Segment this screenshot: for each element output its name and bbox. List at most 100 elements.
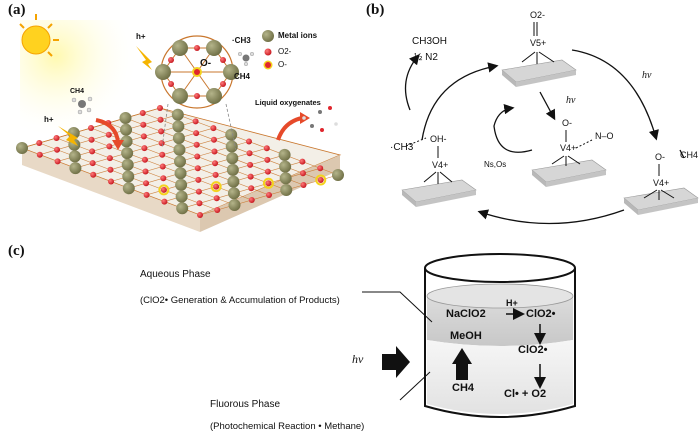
label-h-plus-top: h+ <box>136 32 146 41</box>
lattice-atom <box>300 182 307 188</box>
lattice-atom <box>264 156 271 163</box>
lattice-atom <box>120 135 133 148</box>
panel-label-a: (a) <box>8 2 26 18</box>
lattice-atom <box>159 151 166 158</box>
label-ch3-radical: ·CH3 <box>232 36 251 45</box>
light-input-arrow <box>382 346 410 378</box>
lattice-atom <box>174 155 186 168</box>
lattice-atom <box>247 173 254 180</box>
fluorous-leader-line <box>399 371 431 401</box>
left-oh-label: OH- <box>430 134 447 144</box>
middle-oxo-label: O- <box>562 118 572 128</box>
lattice-atom <box>195 176 202 183</box>
lattice-atom <box>36 151 43 158</box>
clo2-top-label: ClO2• <box>526 308 556 320</box>
products-label: Cl• + O2 <box>504 388 547 400</box>
lattice-atom <box>175 178 188 191</box>
label-o-minus-inset: O- <box>200 58 212 69</box>
lattice-atom <box>174 167 187 180</box>
ch3-radical-label-b: ·CH3 <box>390 142 414 153</box>
lattice-atom <box>141 145 148 152</box>
lattice-atom <box>139 110 146 116</box>
panel-b-cycle <box>401 22 699 225</box>
lattice-atom <box>299 170 306 177</box>
lattice-atom <box>141 156 148 163</box>
lattice-atom <box>212 160 219 167</box>
lattice-atom <box>54 158 61 165</box>
o-minus-site <box>210 181 222 193</box>
lattice-atom <box>317 177 324 183</box>
lattice-atom <box>227 187 240 200</box>
lattice-atom <box>122 170 135 183</box>
lattice-atom <box>108 178 114 185</box>
lattice-atom <box>120 123 133 136</box>
light-arrows <box>58 46 152 146</box>
fluorous-phase-title: Fluorous Phase <box>210 399 281 410</box>
lattice-atom <box>16 142 28 154</box>
panel-label-c: (c) <box>8 243 25 259</box>
lattice-atom <box>142 168 149 175</box>
lattice-atom <box>214 207 221 213</box>
lattice-atom <box>317 165 324 172</box>
lattice-atom <box>332 169 344 181</box>
lattice-atom <box>172 120 185 133</box>
lattice-atom <box>266 192 272 198</box>
aqueous-phase-desc: (ClO2• Generation & Accumulation of Prod… <box>140 295 340 306</box>
legend-o2-minus: O2- <box>278 47 292 56</box>
vanadium-bonds <box>405 22 675 200</box>
lattice-atom <box>211 148 218 155</box>
lattice-atom <box>140 133 147 140</box>
lattice-atom <box>248 185 255 192</box>
h-plus-label: H+ <box>506 298 518 308</box>
hv-label-c: hv <box>352 352 364 366</box>
lattice-atom <box>195 188 202 195</box>
methane-up-arrow <box>452 348 472 380</box>
lattice-atom <box>194 153 201 160</box>
lattice-atom <box>175 190 188 203</box>
right-vanadium-label: V4+ <box>653 178 670 188</box>
methyl-radical-icon <box>237 51 255 67</box>
nsos-label: Ns,Os <box>484 160 507 169</box>
support-surfaces <box>401 59 699 215</box>
lattice-atom <box>68 150 81 163</box>
lattice-atom <box>171 108 184 121</box>
lattice-atom <box>193 130 200 137</box>
lattice-atom <box>89 148 96 155</box>
o-minus-site <box>315 174 327 186</box>
right-oxo-label: O- <box>655 152 665 162</box>
lattice-atom <box>173 143 186 156</box>
panel-label-b: (b) <box>366 2 385 18</box>
lattice-atom <box>140 121 147 128</box>
lattice-atom <box>121 147 134 160</box>
left-vanadium-label: V4+ <box>432 160 449 170</box>
legend-o-minus: O- <box>278 60 287 69</box>
catalyst-lattice <box>16 105 344 232</box>
lattice-atom <box>36 140 43 146</box>
lattice-atom <box>119 112 132 124</box>
lattice-atom <box>161 198 168 205</box>
lattice-atom <box>248 197 255 203</box>
cycle-arrows <box>404 49 685 225</box>
lattice-atom <box>143 191 150 198</box>
aqueous-phase-title: Aqueous Phase <box>140 269 211 280</box>
hv-middle-label: hv <box>566 95 576 106</box>
middle-no-label: N–O <box>595 131 614 141</box>
lattice-atom <box>157 116 164 123</box>
lattice-atom <box>247 161 254 168</box>
lattice-atom <box>176 202 189 215</box>
label-ch4-left: CH4 <box>70 88 85 95</box>
legend-metal-ions: Metal ions <box>278 31 318 40</box>
lattice-atom <box>157 105 163 111</box>
lattice-atom <box>213 195 220 202</box>
lattice-atom <box>263 145 270 152</box>
legend-o2-ball <box>264 48 272 56</box>
lattice-atom <box>299 158 306 165</box>
o-minus-site <box>158 184 170 196</box>
lattice-atom <box>107 166 114 173</box>
label-ch4-inset: CH4 <box>234 72 251 81</box>
lattice-atom <box>264 168 271 175</box>
lattice-atom <box>88 125 94 131</box>
lattice-atom <box>279 160 292 173</box>
lattice-atom <box>210 125 217 132</box>
ch3oh-label: CH3OH <box>412 36 448 47</box>
